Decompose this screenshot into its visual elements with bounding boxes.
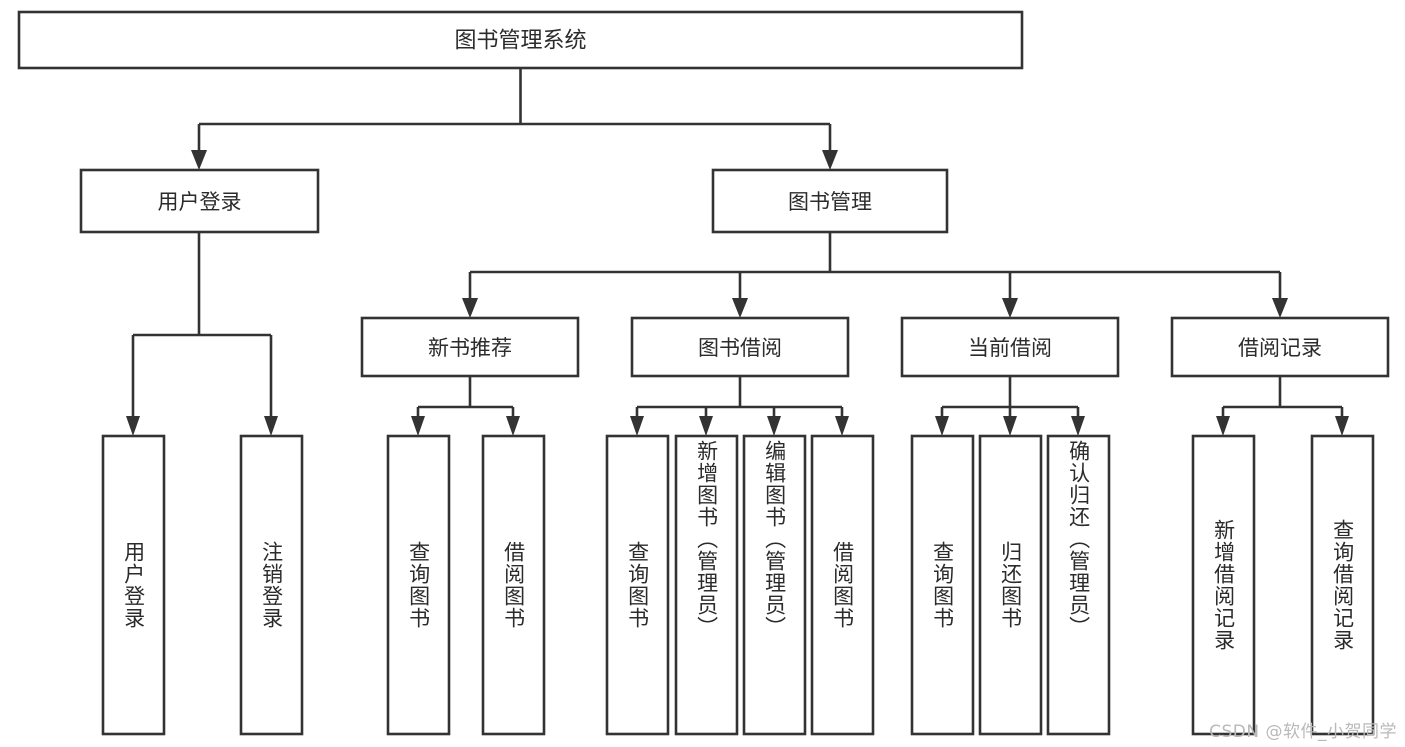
nodes-layer: 图书管理系统 用户登录 图书管理 新书推荐 图书借阅 当前借阅 借阅记录 (17, 10, 1390, 736)
edges-layer (126, 68, 1349, 436)
arrow-leaf-query-book-2 (630, 416, 644, 436)
node-leaf-logout-login-box[interactable] (239, 434, 304, 736)
arrow-leaf-add-book-admin (699, 416, 713, 436)
node-leaf-query-borrow-record-box[interactable] (1310, 434, 1375, 736)
arrow-to-user-login (191, 150, 207, 170)
arrow-to-current-borrow (1002, 298, 1018, 318)
arrow-leaf-query-borrow-record (1335, 416, 1349, 436)
arrow-leaf-query-book-1 (411, 416, 425, 436)
node-leaf-borrow-book-1-box[interactable] (481, 434, 546, 736)
arrow-leaf-logout-login (264, 416, 278, 436)
node-book-management-label: 图书管理 (788, 190, 872, 214)
node-title-label: 图书管理系统 (454, 29, 586, 54)
arrow-leaf-edit-book-admin (767, 416, 781, 436)
arrow-leaf-return-book (1003, 416, 1017, 436)
arrow-leaf-borrow-book-2 (835, 416, 849, 436)
node-leaf-query-book-1-box[interactable] (386, 434, 451, 736)
node-title-box[interactable] (17, 10, 1024, 70)
node-user-login-label: 用户登录 (158, 190, 242, 214)
node-leaf-add-book-admin-box[interactable] (674, 434, 739, 736)
arrow-to-book-borrow (732, 298, 748, 318)
node-new-book-recommend-box[interactable] (360, 316, 580, 378)
node-borrow-record-box[interactable] (1170, 316, 1390, 378)
node-book-borrow-label: 图书借阅 (698, 336, 782, 360)
arrow-leaf-query-book-3 (935, 416, 949, 436)
node-current-borrow-label: 当前借阅 (968, 336, 1052, 360)
node-leaf-user-login-box[interactable] (101, 434, 166, 736)
node-leaf-query-book-2-box[interactable] (605, 434, 670, 736)
arrow-leaf-add-borrow-record (1216, 416, 1230, 436)
node-leaf-query-book-3-box[interactable] (910, 434, 975, 736)
node-leaf-confirm-return-admin-box[interactable] (1046, 434, 1111, 736)
node-book-management-box[interactable] (711, 168, 949, 234)
arrow-to-new-book-recommend (462, 298, 478, 318)
arrow-to-book-management (822, 150, 838, 170)
node-new-book-recommend-label: 新书推荐 (428, 336, 512, 360)
arrow-to-borrow-record (1272, 298, 1288, 318)
arrow-leaf-borrow-book-1 (506, 416, 520, 436)
node-leaf-add-borrow-record-box[interactable] (1191, 434, 1256, 736)
arrow-leaf-confirm-return-admin (1071, 416, 1085, 436)
node-book-borrow-box[interactable] (630, 316, 850, 378)
node-leaf-borrow-book-2-box[interactable] (810, 434, 875, 736)
csdn-watermark: CSDN @软件_小贺同学 (1209, 722, 1397, 742)
arrow-leaf-user-login (126, 416, 140, 436)
node-current-borrow-box[interactable] (900, 316, 1120, 378)
node-user-login-box[interactable] (79, 168, 320, 234)
node-leaf-edit-book-admin-box[interactable] (742, 434, 807, 736)
node-leaf-return-book-box[interactable] (978, 434, 1043, 736)
node-borrow-record-label: 借阅记录 (1238, 336, 1322, 360)
